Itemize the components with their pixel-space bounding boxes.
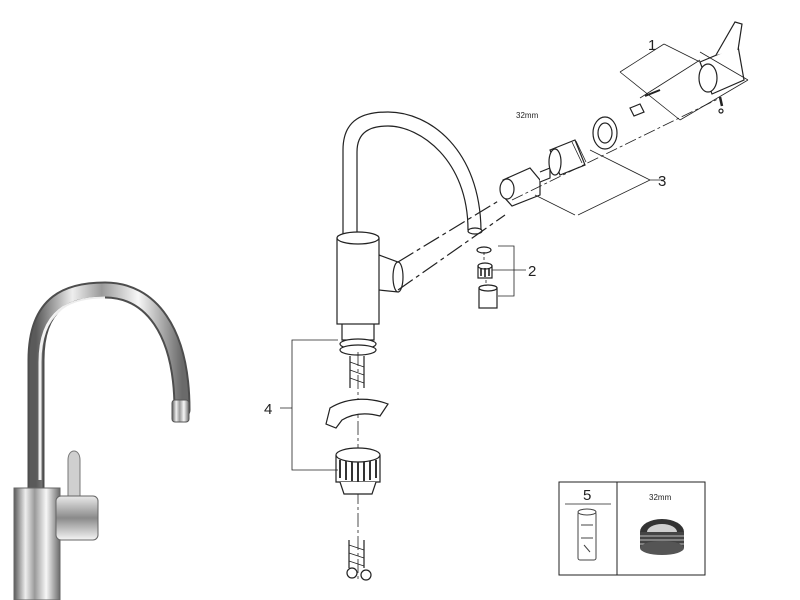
callout-1: 1 <box>648 37 656 54</box>
leader-lines <box>280 43 749 471</box>
faucet-product-image <box>13 281 191 600</box>
cartridge-and-handle-parts <box>499 21 745 207</box>
callout-3: 3 <box>658 173 666 190</box>
faucet-exploded-drawing <box>325 111 506 581</box>
callout-5: 5 <box>583 487 591 504</box>
aerator-parts <box>476 246 498 309</box>
callout-2: 2 <box>528 263 536 280</box>
spare-parts-box <box>558 481 706 576</box>
dimension-label-32mm-box: 32mm <box>649 493 672 502</box>
callout-4: 4 <box>264 401 272 418</box>
dimension-label-32mm: 32mm <box>516 111 539 120</box>
